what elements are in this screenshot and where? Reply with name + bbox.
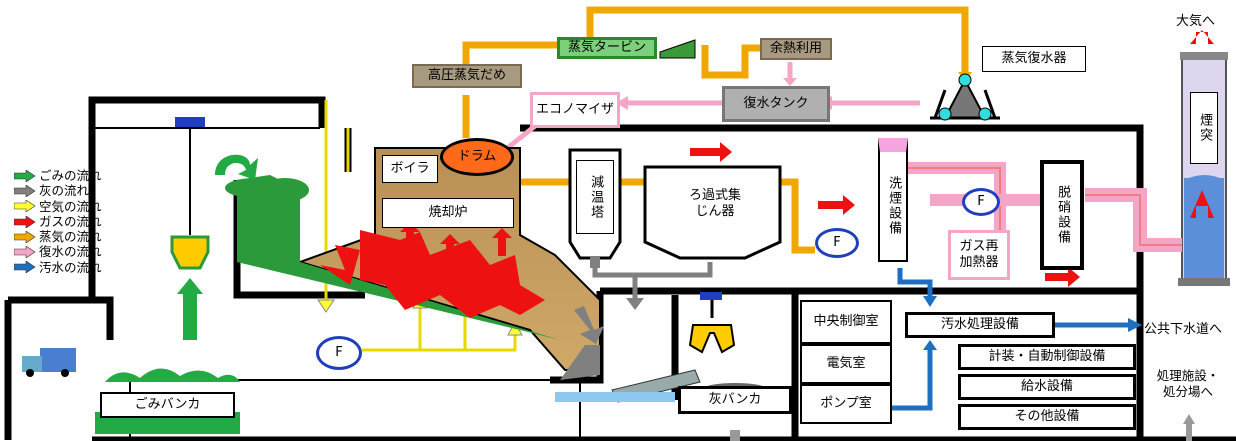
legend-item: 灰の流れ bbox=[14, 183, 102, 198]
other-equipment-label: その他設備 bbox=[958, 404, 1136, 430]
central-control-label: 中央制御室 bbox=[800, 300, 892, 344]
refuse-crane bbox=[170, 117, 210, 270]
gas-arrows bbox=[690, 30, 1214, 287]
ash-crane bbox=[688, 292, 736, 354]
legend-item: 蒸気の流れ bbox=[14, 229, 102, 244]
boiler-label: ボイラ bbox=[382, 155, 438, 183]
truck-icon bbox=[22, 348, 76, 377]
condensate-tank-label: 復水タンク bbox=[722, 86, 830, 122]
legend: ごみの流れ 灰の流れ 空気の流れ ガスの流れ 蒸気の流れ 復水の流れ 汚水の流れ bbox=[14, 168, 102, 275]
ash-bunker-label: 灰バンカ bbox=[678, 386, 792, 414]
wastewater-treatment-label: 汚水処理設備 bbox=[905, 312, 1055, 338]
drum: ドラム bbox=[440, 138, 514, 176]
high-pressure-header-label: 高圧蒸気だめ bbox=[412, 64, 522, 88]
legend-item: ガスの流れ bbox=[14, 214, 102, 229]
legend-item: 復水の流れ bbox=[14, 244, 102, 259]
condenser bbox=[930, 73, 1000, 121]
instrumentation-label: 計装・自動制御設備 bbox=[958, 344, 1136, 370]
stack-label: 煙突 bbox=[1190, 92, 1218, 164]
public-sewer-label: 公共下水道へ bbox=[1144, 322, 1223, 337]
incinerator-label: 焼却炉 bbox=[382, 198, 514, 228]
legend-item: 空気の流れ bbox=[14, 199, 102, 214]
steam-turbine-label: 蒸気タービン bbox=[557, 37, 657, 59]
cooling-tower-label: 減温塔 bbox=[576, 160, 614, 234]
denitration-label: 脱硝設備 bbox=[1040, 160, 1084, 270]
gas-reheater-label: ガス再加熱器 bbox=[948, 230, 1010, 280]
economizer-label: エコノマイザ bbox=[530, 92, 620, 128]
fan-icon: F bbox=[962, 188, 1000, 216]
disposal-label: 処理施設・処分場へ bbox=[1156, 368, 1220, 399]
electrical-room-label: 電気室 bbox=[800, 344, 892, 384]
legend-item: 汚水の流れ bbox=[14, 260, 102, 275]
fan-icon: F bbox=[815, 228, 859, 258]
legend-item: ごみの流れ bbox=[14, 168, 102, 183]
stack bbox=[1178, 52, 1230, 286]
atmosphere-label: 大気へ bbox=[1176, 14, 1216, 29]
waste-heat-use-label: 余熱利用 bbox=[760, 38, 832, 60]
refuse-bunker-label: ごみバンカ bbox=[100, 392, 235, 418]
fan-icon: F bbox=[316, 336, 362, 370]
pump-room-label: ポンプ室 bbox=[800, 384, 892, 424]
bag-filter-label: ろ過式集じん器 bbox=[688, 187, 741, 219]
condenser-label: 蒸気復水器 bbox=[982, 46, 1086, 72]
scrubber-label: 洗煙設備 bbox=[878, 138, 908, 262]
water-supply-label: 給水設備 bbox=[958, 374, 1136, 400]
